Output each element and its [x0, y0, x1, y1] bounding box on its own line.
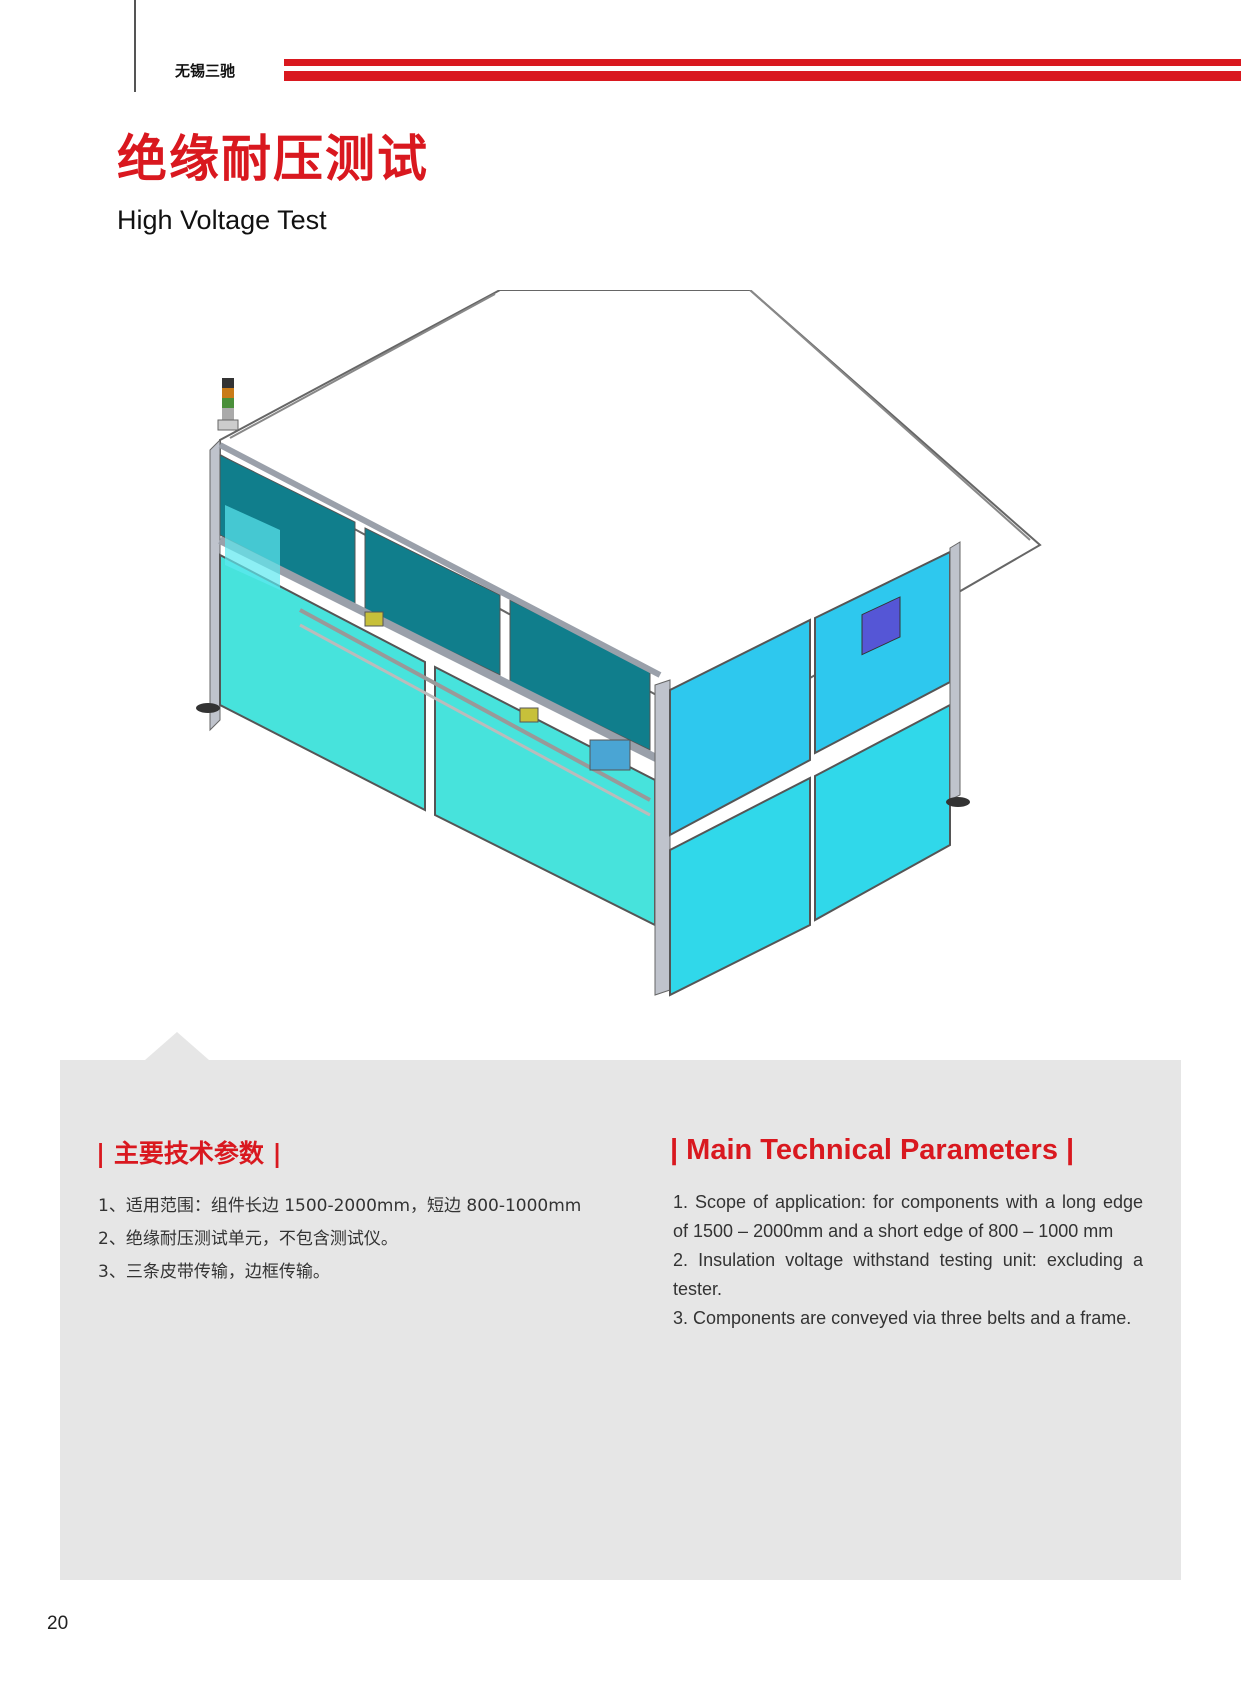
list-item: 2、绝缘耐压测试单元，不包含测试仪。	[98, 1229, 398, 1249]
machine-illustration	[196, 290, 1042, 997]
page-number: 20	[47, 1613, 69, 1634]
params-heading-cn: | 主要技术参数 |	[96, 1139, 282, 1168]
list-item: 1、适用范围：组件长边 1500-2000mm，短边 800-1000mm	[98, 1196, 582, 1216]
list-item: 3、三条皮带传输，边框传输。	[98, 1262, 330, 1282]
page-title-cn: 绝缘耐压测试	[117, 130, 429, 188]
list-item: 3. Components are conveyed via three bel…	[673, 1308, 1132, 1328]
params-heading-en: | Main Technical Parameters |	[670, 1134, 1075, 1166]
list-item: 2. Insulation voltage withstand testing …	[673, 1250, 1143, 1299]
params-list-en: 1. Scope of application: for components …	[673, 1188, 1143, 1333]
panel-notch	[145, 1032, 209, 1060]
brand-name: 无锡三驰	[175, 62, 236, 80]
header-red-bar-thin	[284, 59, 1241, 66]
parameters-panel	[60, 1060, 1181, 1580]
header-divider-line	[134, 0, 136, 92]
list-item: 1. Scope of application: for components …	[673, 1192, 1143, 1241]
header-red-bar-thick	[284, 71, 1241, 81]
params-list-cn: 1、适用范围：组件长边 1500-2000mm，短边 800-1000mm 2、…	[98, 1190, 618, 1289]
page-title-en: High Voltage Test	[117, 205, 327, 235]
